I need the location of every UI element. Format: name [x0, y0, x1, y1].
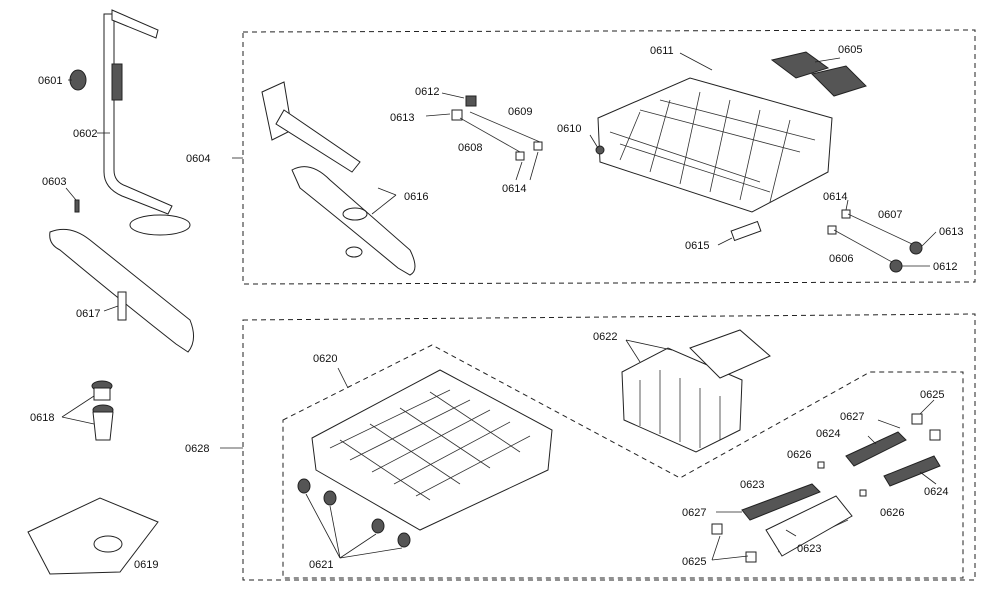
lower-rack-group-box	[242, 313, 976, 581]
tines-0624	[845, 431, 941, 487]
label-0628: 0628	[185, 443, 209, 455]
label-0627-b: 0627	[682, 507, 706, 519]
label-0603: 0603	[42, 176, 66, 188]
spray-pipe-0602	[103, 9, 191, 236]
tines-0605	[770, 51, 867, 97]
label-0604: 0604	[186, 153, 210, 165]
label-0607: 0607	[878, 209, 902, 221]
nut-0601	[68, 69, 87, 91]
leader-0615	[717, 237, 733, 246]
label-0608: 0608	[458, 142, 482, 154]
label-0606: 0606	[829, 253, 853, 265]
rail-assembly-upper-right	[827, 199, 937, 273]
label-0616: 0616	[404, 191, 428, 203]
label-0615: 0615	[685, 240, 709, 252]
label-0602: 0602	[73, 128, 97, 140]
upper-basket-0611	[589, 52, 833, 213]
label-0612: 0612	[415, 86, 439, 98]
label-0611: 0611	[650, 45, 674, 57]
label-0619: 0619	[134, 559, 158, 571]
label-0614: 0614	[502, 183, 526, 195]
label-0601: 0601	[38, 75, 62, 87]
cutlery-basket-0622	[621, 329, 771, 453]
label-0613-b: 0613	[939, 226, 963, 238]
label-0617: 0617	[76, 308, 100, 320]
plate-0619	[27, 497, 159, 575]
label-0624-a: 0624	[816, 428, 840, 440]
label-0623-b: 0623	[797, 543, 821, 555]
label-0623-a: 0623	[740, 479, 764, 491]
label-0609: 0609	[508, 106, 532, 118]
label-0626-a: 0626	[787, 449, 811, 461]
rail-assembly-upper-left	[425, 92, 543, 181]
label-0626-b: 0626	[880, 507, 904, 519]
screw-0603	[65, 187, 80, 213]
label-0622: 0622	[593, 331, 617, 343]
clips-0625-0626-0627	[711, 399, 941, 563]
label-0614-b: 0614	[823, 191, 847, 203]
label-0605: 0605	[838, 44, 862, 56]
label-0612-b: 0612	[933, 261, 957, 273]
upper-rack-group-box	[242, 29, 976, 285]
label-0610: 0610	[557, 123, 581, 135]
lower-rack-inner-box	[282, 344, 964, 579]
label-0624-b: 0624	[924, 486, 948, 498]
tines-0623	[741, 483, 853, 557]
lower-spray-arm-0617	[49, 228, 194, 353]
label-0613: 0613	[390, 112, 414, 124]
label-0625-b: 0625	[682, 556, 706, 568]
label-0618: 0618	[30, 412, 54, 424]
label-0621: 0621	[309, 559, 333, 571]
upper-spray-arm-0616	[261, 81, 416, 276]
lower-basket-0620	[311, 367, 553, 531]
clip-0615	[730, 220, 762, 242]
label-0627-a: 0627	[840, 411, 864, 423]
label-0625-a: 0625	[920, 389, 944, 401]
wheels-0621	[297, 478, 411, 559]
filter-0618	[61, 380, 114, 441]
label-0620: 0620	[313, 353, 337, 365]
